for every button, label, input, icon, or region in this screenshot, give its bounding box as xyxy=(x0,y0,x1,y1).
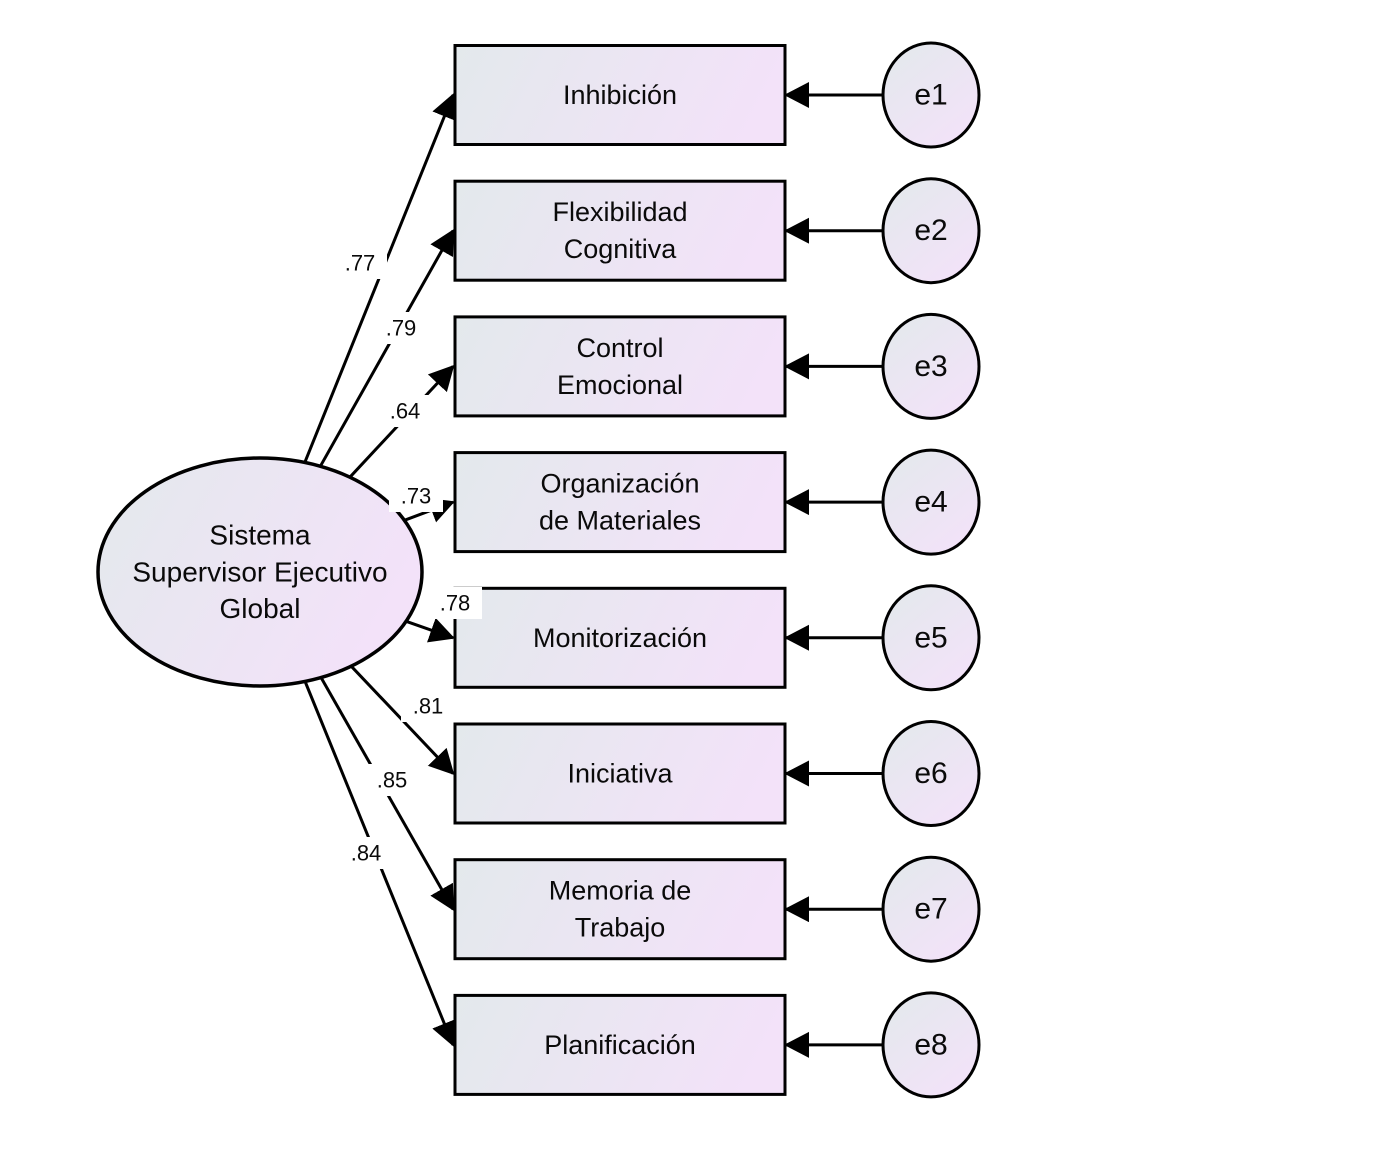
indicator-box xyxy=(453,451,787,554)
indicator-box xyxy=(453,993,787,1096)
indicator-label: de Materiales xyxy=(539,506,701,536)
indicator-box xyxy=(453,44,787,146)
error-label: e1 xyxy=(914,79,947,112)
loading-value-bg xyxy=(389,480,443,512)
loading-value: .79 xyxy=(386,316,417,341)
loading-value-bg xyxy=(378,395,432,427)
indicator-label: Memoria de xyxy=(549,876,692,906)
indicator-box xyxy=(453,722,787,825)
error-label: e3 xyxy=(914,350,947,383)
factor-loading-arrow xyxy=(405,617,455,643)
error-node xyxy=(881,991,981,1099)
indicator-label: Cognitiva xyxy=(564,234,678,264)
indicator-label: Flexibilidad xyxy=(552,197,687,227)
loading-value-bg xyxy=(401,690,455,722)
loading-value-bg xyxy=(428,587,482,619)
error-label: e7 xyxy=(914,893,947,926)
loading-value: .85 xyxy=(377,768,408,793)
loading-value-bg xyxy=(374,312,428,344)
indicator-label: Planificación xyxy=(544,1030,696,1060)
indicator-label: Trabajo xyxy=(575,913,666,943)
factor-loading-arrow xyxy=(319,228,455,467)
error-label: e8 xyxy=(914,1028,947,1061)
error-node xyxy=(881,720,981,827)
error-node xyxy=(881,855,981,963)
error-node xyxy=(881,584,981,692)
loading-value-bg xyxy=(339,837,393,869)
error-label: e6 xyxy=(914,757,947,790)
error-node xyxy=(881,177,981,285)
loading-value: .84 xyxy=(351,841,382,866)
loading-value: .78 xyxy=(440,591,471,616)
indicator-box xyxy=(453,586,787,689)
error-node xyxy=(881,448,981,556)
indicator-label: Organización xyxy=(540,469,699,499)
error-node xyxy=(881,312,981,420)
indicator-box xyxy=(453,315,787,418)
error-label: e2 xyxy=(914,214,947,247)
indicator-label: Monitorización xyxy=(533,623,707,653)
labels-layer: .77 .79 .64 .73 .78 .81 .85 .84 xyxy=(333,247,482,869)
loading-value-bg xyxy=(365,764,419,796)
error-node xyxy=(881,41,981,149)
indicator-box xyxy=(453,858,787,961)
latent-label-line: Sistema xyxy=(209,520,311,551)
loading-value: .77 xyxy=(345,251,376,276)
error-label: e4 xyxy=(914,486,947,519)
loading-value-bg xyxy=(333,247,387,279)
indicator-label: Iniciativa xyxy=(567,759,673,789)
indicator-box xyxy=(453,179,787,282)
indicator-label: Inhibición xyxy=(563,80,677,110)
latent-label-line: Supervisor Ejecutivo xyxy=(132,557,387,588)
indicator-label: Emocional xyxy=(557,370,683,400)
latent-label-line: Global xyxy=(220,593,301,624)
latent-ellipse xyxy=(96,456,424,688)
indicator-label: Control xyxy=(576,333,663,363)
loading-value: .64 xyxy=(390,399,421,424)
loading-value: .81 xyxy=(413,694,444,719)
error-label: e5 xyxy=(914,621,947,654)
loading-value: .73 xyxy=(401,484,432,509)
